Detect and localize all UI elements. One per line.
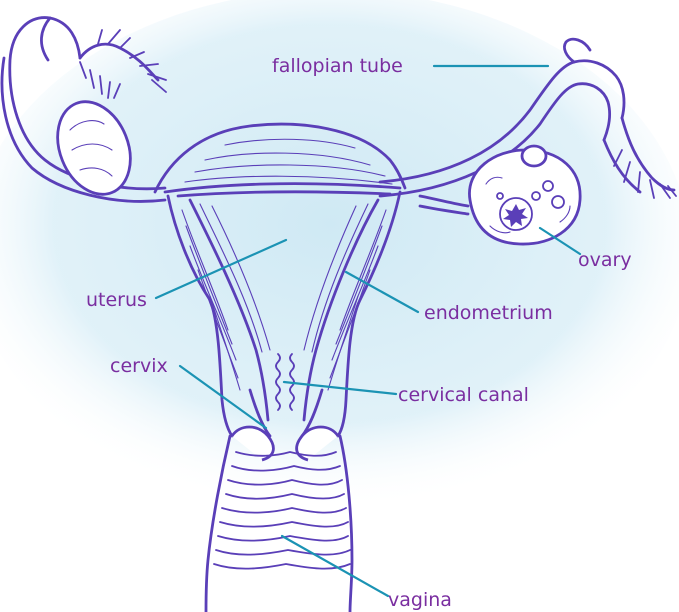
label-endometrium: endometrium — [424, 302, 553, 324]
label-uterus: uterus — [86, 289, 147, 311]
label-vagina: vagina — [388, 589, 452, 611]
label-cervical-canal: cervical canal — [398, 384, 529, 406]
label-ovary: ovary — [578, 249, 632, 271]
label-fallopian-tube: fallopian tube — [272, 55, 403, 77]
label-cervix: cervix — [110, 355, 168, 377]
